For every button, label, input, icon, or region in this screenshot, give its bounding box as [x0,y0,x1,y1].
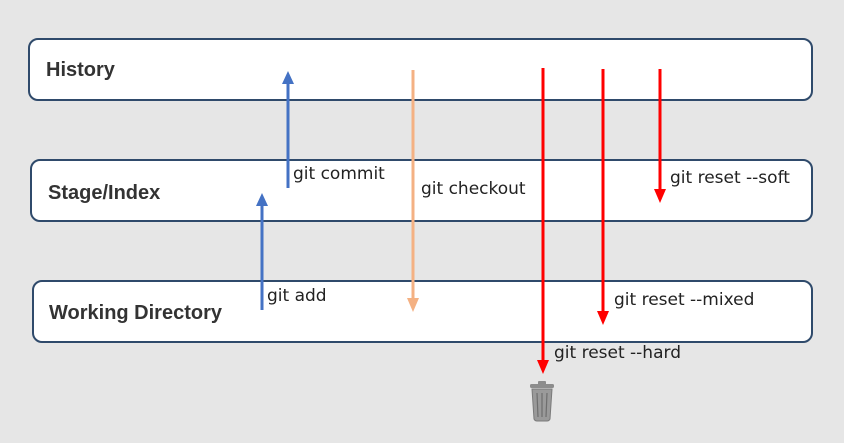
git-reset-hard-arrow [537,68,549,374]
git-reset-mixed-label: git reset --mixed [614,290,755,310]
git-checkout-arrow [407,70,419,312]
git-reset-soft-label: git reset --soft [670,168,790,188]
git-add-label: git add [267,286,327,306]
trash-can-icon [530,381,554,422]
history-box [28,38,813,101]
working-directory-box [32,280,813,343]
git-reset-soft-arrow [654,69,666,203]
git-commit-label: git commit [293,164,385,184]
git-add-arrow [256,193,268,310]
stage-index-label: Stage/Index [48,182,161,204]
history-label: History [46,59,115,81]
git-reset-mixed-arrow [597,69,609,325]
git-reset-hard-label: git reset --hard [554,343,681,363]
stage-index-box [30,159,813,222]
git-checkout-label: git checkout [421,179,526,199]
git-commit-arrow [282,71,294,188]
working-directory-label: Working Directory [49,302,222,324]
